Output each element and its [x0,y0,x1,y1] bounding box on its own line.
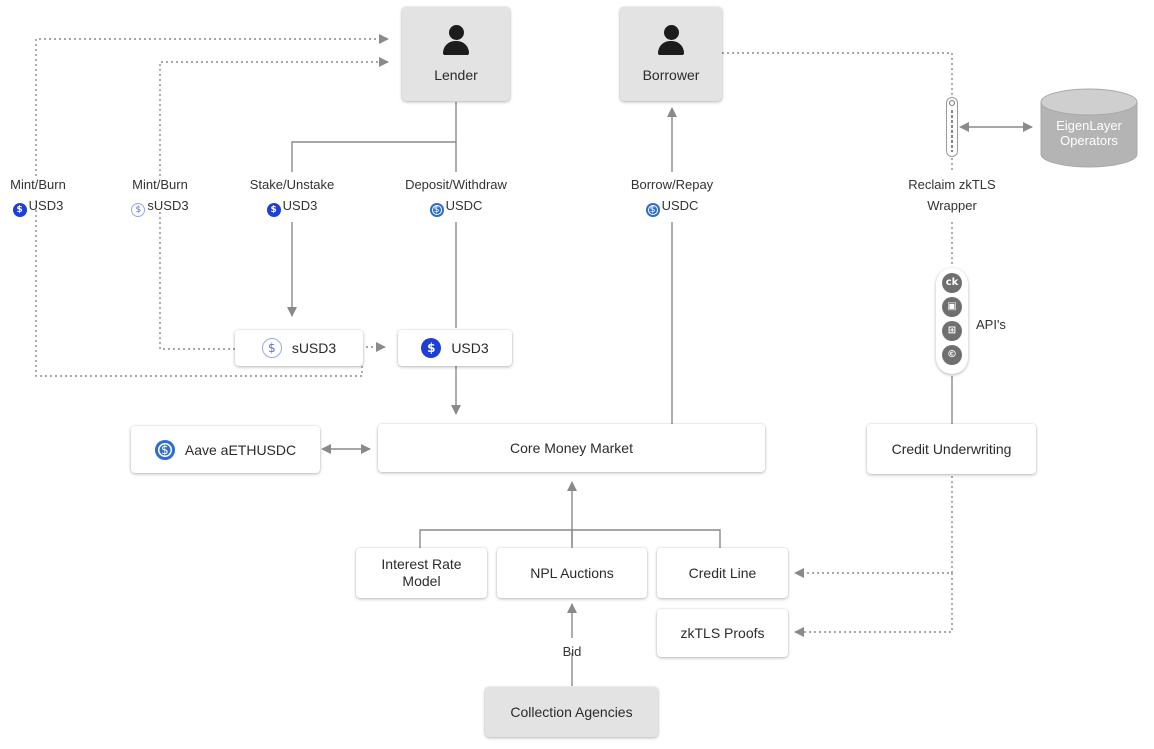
collection-agencies-node: Collection Agencies [485,687,658,737]
borrower-reclaim-dotted [722,52,953,96]
borrower-label: Borrower [642,67,700,83]
person-icon [657,25,685,57]
zktls-proofs-node: zkTLS Proofs [657,609,788,657]
lender-stake-branch [291,102,457,172]
stake-unstake-label: Stake/Unstake $USD3 [249,177,335,217]
usdc-token-icon: $ [429,203,444,217]
usd3-token-icon: $ [421,338,442,358]
borrower-node: Borrower [620,7,722,101]
underwriting-proofs-arrow [794,573,953,637]
usd3-token-icon: $ [12,203,27,217]
susd3-node: $ sUSD3 [235,330,363,366]
lender-label: Lender [434,67,478,83]
core-money-market-node: Core Money Market [378,424,765,472]
npl-auctions-node: NPL Auctions [497,548,647,598]
susd3-token-icon: $ [261,338,282,358]
credit-line-node: Credit Line [657,548,788,598]
grid-icon: ⊞ [942,321,962,341]
usd3-mint-loop-upper [35,34,389,176]
ck-icon: ck [942,273,962,293]
susd3-token-icon: $ [131,203,146,217]
interest-rate-model-node: Interest Rate Model [356,548,487,598]
api-icons-panel: ck ▣ ⊞ © [936,268,968,374]
underwriting-creditline-arrow [794,476,953,578]
deposit-withdraw-label: Deposit/Withdraw $USDC [405,177,507,217]
usdc-token-icon: $ [154,439,175,460]
eigenlayer-operators-node: EigenLayer Operators [1040,88,1138,168]
susd3-mint-loop-lower [159,212,236,350]
usd3-mint-loop-lower [35,200,386,377]
susd3-mint-loop-upper [159,57,389,176]
credit-underwriting-node: Credit Underwriting [867,424,1036,474]
tree-branch [419,529,721,550]
reclaim-wrapper-icon [946,97,958,157]
database-icon [1040,88,1138,168]
borrow-repay-label: Borrow/Repay $USDC [630,177,714,217]
copyright-icon: © [942,345,962,365]
reclaim-wrapper-label: Reclaim zkTLS Wrapper [908,177,996,213]
person-icon [442,25,470,57]
lender-node: Lender [402,7,510,101]
apis-label: API's [976,317,1006,332]
aave-node: $ Aave aETHUSDC [131,426,320,473]
usdc-token-icon: $ [645,203,660,217]
usd3-node: $ USD3 [398,330,512,366]
usd3-token-icon: $ [266,203,281,217]
mint-burn-usd3-label: Mint/Burn $USD3 [10,177,66,217]
bid-label: Bid [562,644,582,659]
square-icon: ▣ [942,297,962,317]
mint-burn-susd3-label: Mint/Burn $sUSD3 [131,177,189,217]
